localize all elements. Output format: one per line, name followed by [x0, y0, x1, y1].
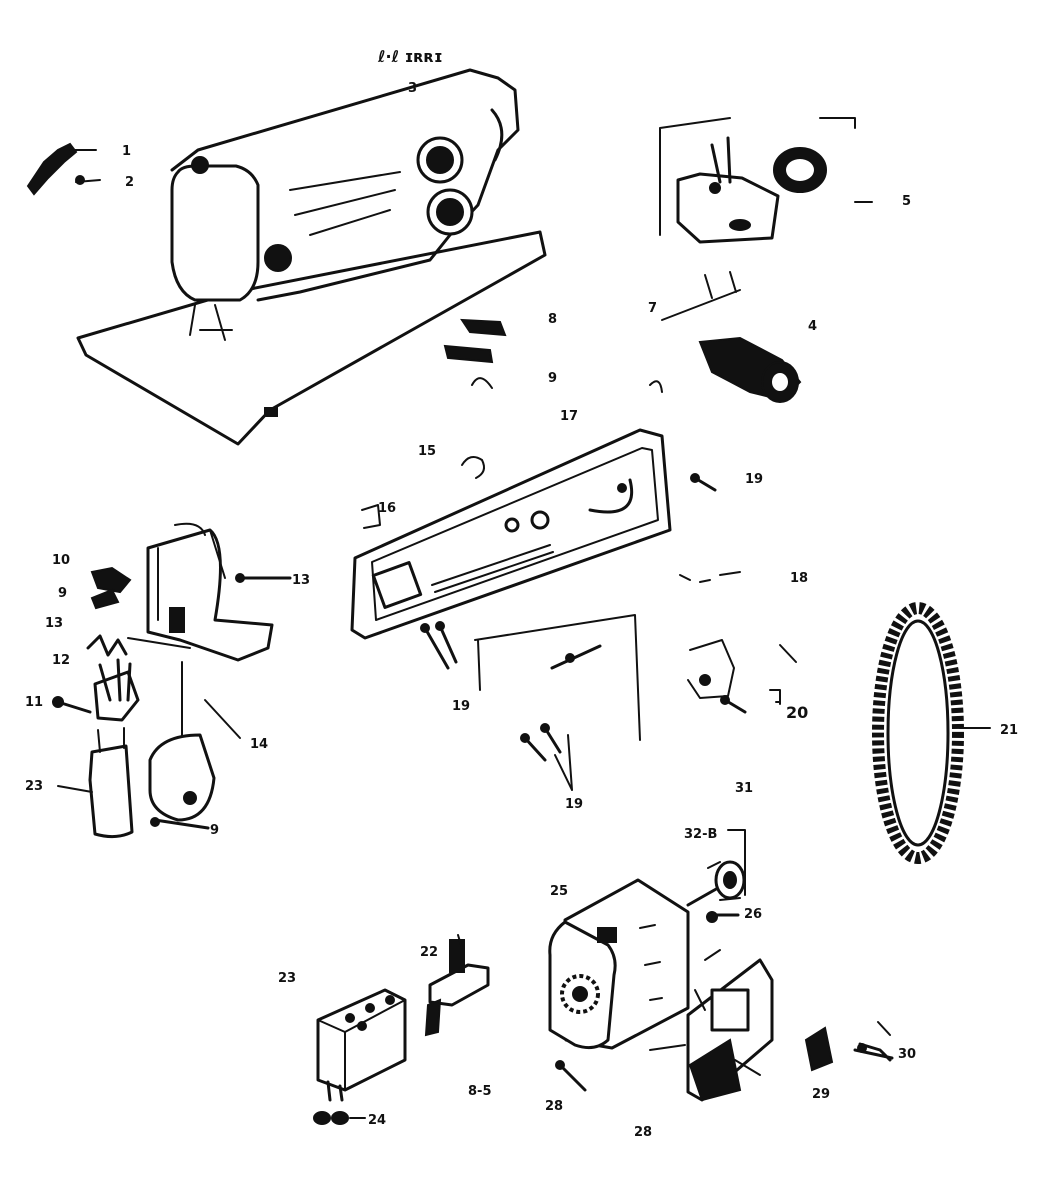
label-20: 20 — [786, 703, 808, 722]
sewing-machine-body — [76, 68, 547, 446]
part-labels: 1 2 3 5 7 4 8 9 15 17 16 19 18 10 9 13 1… — [25, 81, 1018, 1140]
label-page-code: 8-5 — [468, 1084, 492, 1099]
label-2: 2 — [125, 175, 134, 190]
label-5: 5 — [902, 194, 911, 209]
label-14: 14 — [250, 737, 268, 752]
label-21: 21 — [1000, 723, 1018, 738]
label-28b: 28 — [634, 1125, 652, 1140]
part-21-belt — [872, 602, 991, 864]
part-23-control-box — [313, 988, 407, 1125]
label-28a: 28 — [545, 1099, 563, 1114]
label-19b: 19 — [452, 699, 470, 714]
header-marks: ℓ·ℓ ɪʀʀɪ — [377, 47, 443, 66]
label-15: 15 — [418, 444, 436, 459]
label-23b: 23 — [278, 971, 296, 986]
label-13: 13 — [45, 616, 63, 631]
part-22-switch — [424, 934, 490, 1037]
label-16: 16 — [378, 501, 396, 516]
label-25: 25 — [550, 884, 568, 899]
label-9c: 9 — [210, 823, 219, 838]
part-4-winder — [661, 271, 802, 403]
label-13b: 13 — [292, 573, 310, 588]
label-24: 24 — [368, 1113, 386, 1128]
label-12: 12 — [52, 653, 70, 668]
part-5-bobbin-assembly — [659, 117, 873, 244]
label-8: 8 — [548, 312, 557, 327]
part-18-20-bracket — [474, 571, 797, 741]
part-19-screws — [420, 473, 717, 791]
label-26: 26 — [744, 907, 762, 922]
label-19a: 19 — [745, 472, 763, 487]
label-9b: 9 — [58, 586, 67, 601]
label-9a: 9 — [548, 371, 557, 386]
label-4: 4 — [808, 319, 817, 334]
part-29-30-clip — [804, 1021, 894, 1072]
part-28-bracket — [649, 949, 774, 1102]
label-30: 30 — [898, 1047, 916, 1062]
part-25-motor — [548, 829, 746, 1092]
label-17: 17 — [560, 409, 578, 424]
label-1: 1 — [122, 144, 131, 159]
label-3: 3 — [408, 81, 417, 96]
label-7: 7 — [648, 301, 657, 316]
label-10: 10 — [52, 553, 70, 568]
label-31: 31 — [735, 781, 753, 796]
part-1-2-bracket — [26, 142, 101, 196]
part-8-9-screws — [443, 318, 663, 393]
panel-plate — [350, 428, 672, 640]
label-18: 18 — [790, 571, 808, 586]
label-29: 29 — [812, 1087, 830, 1102]
label-32b: 32-B — [684, 827, 717, 842]
left-cover-assembly — [52, 522, 292, 839]
label-22: 22 — [420, 945, 438, 960]
label-23a: 23 — [25, 779, 43, 794]
label-19c: 19 — [565, 797, 583, 812]
label-11: 11 — [25, 695, 43, 710]
